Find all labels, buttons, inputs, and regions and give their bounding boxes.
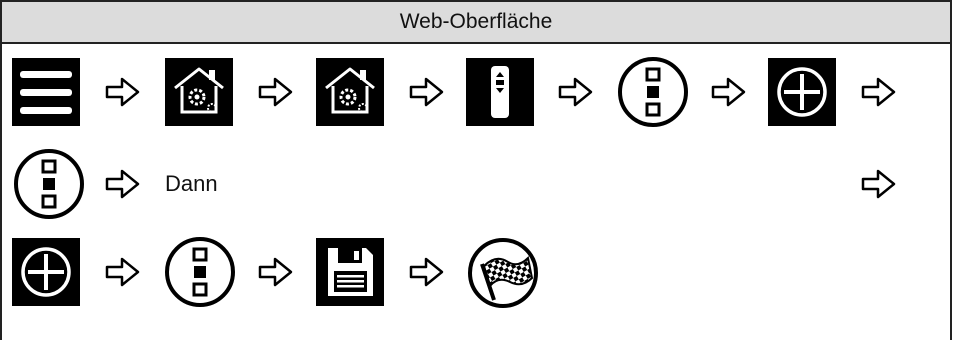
plus-circle-icon[interactable] bbox=[768, 58, 836, 126]
vertical-selector-icon[interactable] bbox=[12, 147, 86, 221]
right-arrow-icon bbox=[104, 167, 142, 201]
vertical-selector-icon[interactable] bbox=[163, 235, 237, 309]
remote-control-icon[interactable] bbox=[466, 58, 534, 126]
house-gear-icon[interactable] bbox=[165, 58, 233, 126]
right-arrow-icon bbox=[257, 75, 295, 109]
hamburger-menu-icon[interactable] bbox=[12, 58, 80, 126]
checkered-flag-icon[interactable] bbox=[466, 236, 540, 310]
right-arrow-icon bbox=[104, 255, 142, 289]
page-title: Web-Oberfläche bbox=[2, 2, 950, 44]
right-arrow-icon bbox=[557, 75, 595, 109]
vertical-selector-icon[interactable] bbox=[616, 55, 690, 129]
right-arrow-icon bbox=[408, 255, 446, 289]
right-arrow-icon bbox=[860, 167, 898, 201]
plus-circle-icon[interactable] bbox=[12, 238, 80, 306]
step-text-dann: Dann bbox=[165, 171, 218, 196]
floppy-disk-icon[interactable] bbox=[316, 238, 384, 306]
right-arrow-icon bbox=[408, 75, 446, 109]
right-arrow-icon bbox=[257, 255, 295, 289]
right-arrow-icon bbox=[104, 75, 142, 109]
right-arrow-icon bbox=[710, 75, 748, 109]
house-gear-icon[interactable] bbox=[316, 58, 384, 126]
right-arrow-icon bbox=[860, 75, 898, 109]
